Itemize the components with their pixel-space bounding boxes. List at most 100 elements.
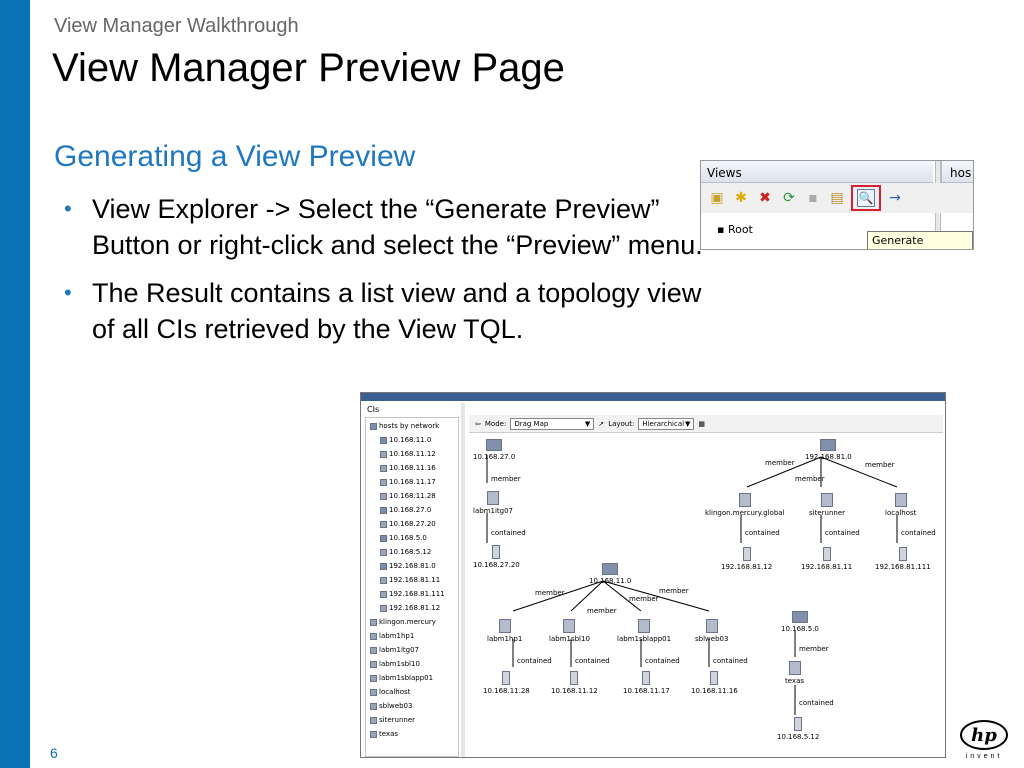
ip-node[interactable]: 192.168.81.11 xyxy=(801,547,852,571)
tree-item[interactable]: labm1itg07 xyxy=(370,646,419,654)
host-node[interactable]: labm1sbl10 xyxy=(549,619,590,643)
network-node[interactable]: 192.168.81.0 xyxy=(805,439,852,461)
ip-icon xyxy=(380,604,387,612)
window-title-bar xyxy=(361,393,945,401)
node-label: 192.168.81.12 xyxy=(721,563,773,571)
tree-label: hosts by network xyxy=(379,422,440,430)
network-node[interactable]: 10.168.5.0 xyxy=(781,611,819,633)
ip-node[interactable]: 10.168.5.12 xyxy=(777,717,819,741)
refresh-icon[interactable]: ⟳ xyxy=(783,190,795,206)
tree-label: 192.168.81.0 xyxy=(389,562,436,570)
tree-item[interactable]: 192.168.81.0 xyxy=(380,562,436,570)
node-label: sblweb03 xyxy=(695,635,729,643)
slide-subtitle: Generating a View Preview xyxy=(54,140,416,173)
tree-item[interactable]: 10.168.11.0 xyxy=(380,436,431,444)
host-node[interactable]: localhost xyxy=(885,493,916,517)
ip-node[interactable]: 10.168.11.28 xyxy=(483,671,530,695)
host-node[interactable]: siterunner xyxy=(809,493,845,517)
host-node[interactable]: klingon.mercury.global xyxy=(705,493,785,517)
node-label: 10.168.11.17 xyxy=(623,687,670,695)
ip-node[interactable]: 10.168.11.12 xyxy=(551,671,598,695)
tree-item[interactable]: klingon.mercury xyxy=(370,618,436,626)
host-icon xyxy=(370,632,377,640)
tree-item[interactable]: 10.168.27.0 xyxy=(380,506,431,514)
tree-item[interactable]: hosts by network xyxy=(370,422,439,430)
node-label: klingon.mercury.global xyxy=(705,509,785,517)
tree-item[interactable]: 192.168.81.111 xyxy=(380,590,445,598)
tree-item[interactable]: texas xyxy=(370,730,398,738)
network-node[interactable]: 10.168.27.0 xyxy=(473,439,515,461)
tree-label: siterunner xyxy=(379,716,416,724)
network-icon xyxy=(370,422,377,430)
host-node[interactable]: labm1sblapp01 xyxy=(617,619,671,643)
host-icon xyxy=(821,493,833,507)
edge-label: member xyxy=(795,475,825,483)
generate-preview-button[interactable]: 🔍 xyxy=(851,185,881,211)
delete-icon[interactable]: ✖ xyxy=(759,190,771,206)
edge-label: member xyxy=(659,587,689,595)
tree-item[interactable]: 10.168.11.28 xyxy=(380,492,436,500)
tree-item[interactable]: 10.168.11.12 xyxy=(380,450,436,458)
host-node[interactable]: sblweb03 xyxy=(695,619,728,643)
host-icon xyxy=(638,619,651,633)
host-node[interactable]: labm1hp1 xyxy=(487,619,522,643)
network-icon xyxy=(486,439,503,451)
layout-select[interactable]: Hierarchical▼ xyxy=(638,417,695,430)
views-tab[interactable]: Views xyxy=(701,161,933,183)
properties-icon[interactable]: ▤ xyxy=(830,190,844,206)
host-node[interactable]: texas xyxy=(785,661,804,685)
tree-item[interactable]: labm1sblapp01 xyxy=(370,674,433,682)
cis-tab[interactable]: CIs xyxy=(367,405,380,414)
root-tree-item[interactable]: ▪ Root xyxy=(717,223,753,236)
hosts-tab[interactable]: hos xyxy=(941,161,973,183)
network-node[interactable]: 10.168.11.0 xyxy=(589,563,631,585)
views-toolbar-screenshot: Views hos ▣ ✱ ✖ ⟳ ▪ ▤ 🔍 → ▪ Root Generat… xyxy=(700,160,974,250)
mode-select[interactable]: Drag Map▼ xyxy=(510,417,595,430)
network-icon xyxy=(380,436,387,444)
slide-title: View Manager Preview Page xyxy=(52,46,565,90)
ip-node[interactable]: 10.168.11.17 xyxy=(623,671,670,695)
tree-item[interactable]: 192.168.81.11 xyxy=(380,576,440,584)
move-arrow-icon[interactable]: → xyxy=(889,190,901,206)
pointer-icon[interactable]: ➚ xyxy=(598,419,605,428)
back-icon[interactable]: ⇦ xyxy=(475,419,481,428)
node-label: labm1sblapp01 xyxy=(617,635,672,643)
tree-item[interactable]: localhost xyxy=(370,688,410,696)
node-label: texas xyxy=(785,677,805,685)
save-icon[interactable]: ▪ xyxy=(808,190,818,206)
root-label: Root xyxy=(727,223,753,236)
tree-item[interactable]: labm1sbl10 xyxy=(370,660,420,668)
pane-splitter[interactable] xyxy=(461,403,465,757)
tree-item[interactable]: labm1hp1 xyxy=(370,632,414,640)
tree-item[interactable]: 10.168.11.16 xyxy=(380,464,436,472)
tree-item[interactable]: sblweb03 xyxy=(370,702,412,710)
ip-node[interactable]: 192.168.81.111 xyxy=(875,547,931,571)
grid-icon[interactable]: ▦ xyxy=(698,419,705,428)
bullet-item: •The Result contains a list view and a t… xyxy=(64,275,704,347)
tree-label: labm1itg07 xyxy=(379,646,419,654)
tree-item[interactable]: 10.168.5.0 xyxy=(380,534,427,542)
tree-item[interactable]: 192.168.81.12 xyxy=(380,604,440,612)
bullet-dot-icon: • xyxy=(64,196,72,221)
ip-node[interactable]: 10.168.11.16 xyxy=(691,671,738,695)
tree-label: 192.168.81.11 xyxy=(389,576,441,584)
new-folder-icon[interactable]: ▣ xyxy=(710,190,724,206)
tree-item[interactable]: 10.168.5.12 xyxy=(380,548,431,556)
ip-node[interactable]: 10.168.27.20 xyxy=(473,545,520,569)
host-node[interactable]: labm1itg07 xyxy=(473,491,513,515)
host-icon xyxy=(370,660,377,668)
host-icon xyxy=(370,646,377,654)
tree-label: 10.168.11.28 xyxy=(389,492,436,500)
host-icon xyxy=(370,716,377,724)
edge-label: member xyxy=(491,475,521,483)
ip-node[interactable]: 192.168.81.12 xyxy=(721,547,772,571)
network-icon xyxy=(820,439,837,451)
node-label: siterunner xyxy=(809,509,846,517)
topology-canvas[interactable]: 10.168.27.0 member labm1itg07 contained … xyxy=(469,435,943,757)
tree-item[interactable]: siterunner xyxy=(370,716,415,724)
edge-label: contained xyxy=(745,529,780,537)
new-view-icon[interactable]: ✱ xyxy=(735,190,747,206)
tree-item[interactable]: 10.168.11.17 xyxy=(380,478,436,486)
tree-label: sblweb03 xyxy=(379,702,413,710)
tree-item[interactable]: 10.168.27.20 xyxy=(380,520,436,528)
